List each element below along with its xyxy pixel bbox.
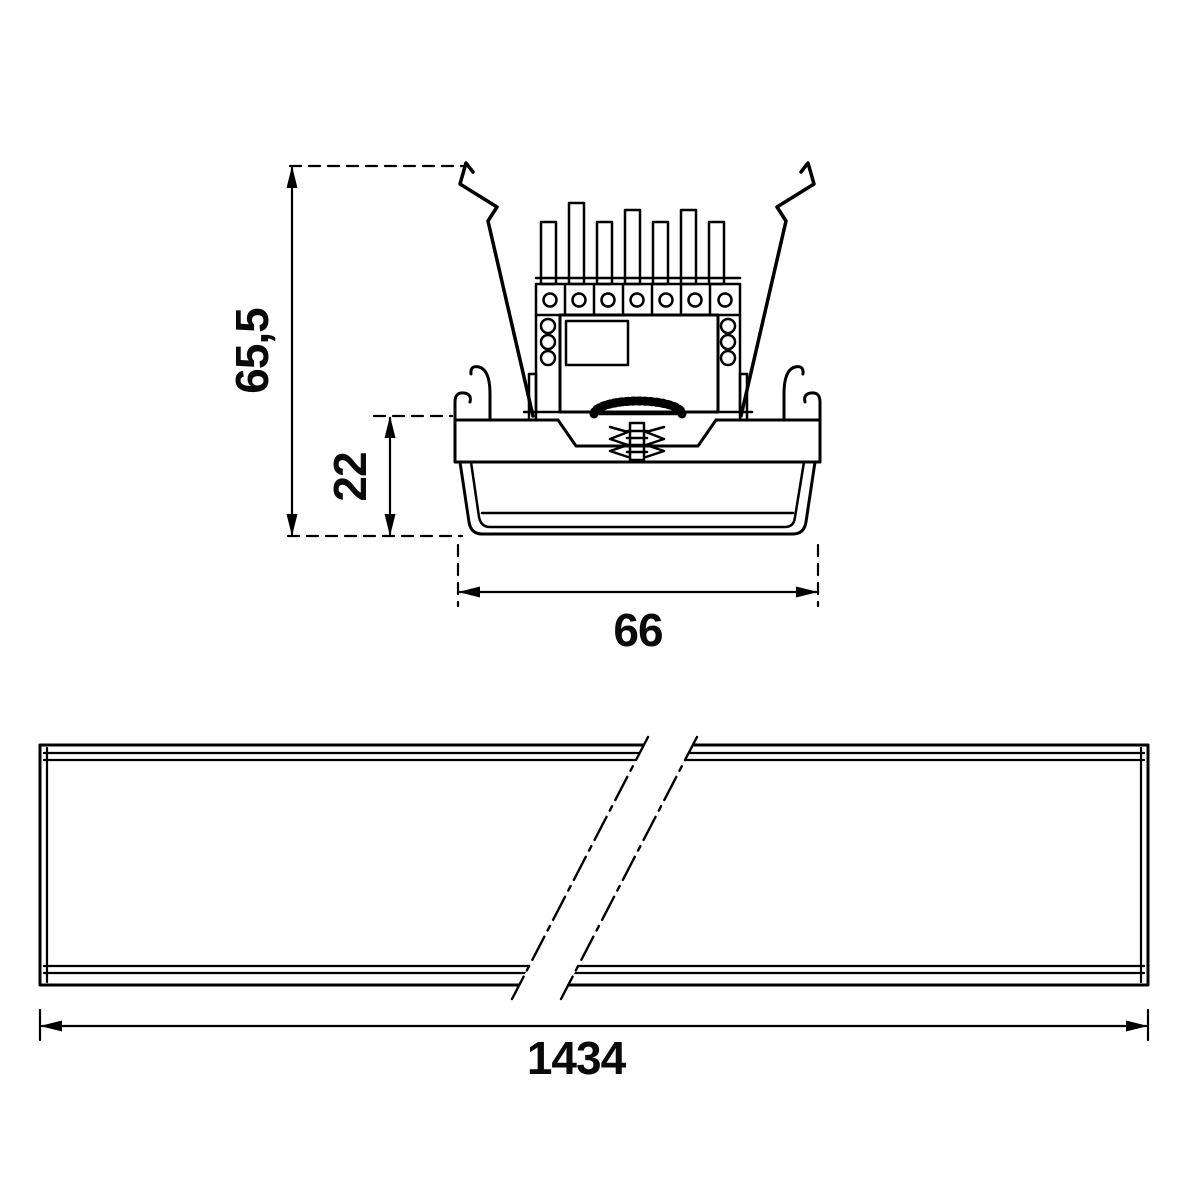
terminal-blocks (534, 276, 742, 317)
dimension-width: 66 (456, 543, 820, 656)
recessed-trim (458, 460, 817, 536)
spring-clip-left (458, 161, 535, 418)
dimension-length: 1434 (38, 1008, 1150, 1084)
cross-section-view: 65,5 22 66 (226, 161, 822, 656)
dim-label-total-height: 65,5 (226, 308, 278, 394)
dim-label-recess-depth: 22 (324, 452, 376, 501)
mounting-flange (453, 365, 822, 464)
heatsink-fins (539, 201, 726, 286)
spring-clip-right (739, 161, 816, 418)
profile-outline (38, 743, 1150, 987)
break-mask (512, 737, 697, 999)
dim-label-length: 1434 (527, 1032, 627, 1084)
dimension-recess-depth: 22 (324, 414, 454, 536)
break-lines (510, 735, 699, 1001)
dim-label-width: 66 (613, 604, 662, 656)
fixing-screw (608, 421, 666, 462)
dimension-total-height: 65,5 (226, 164, 470, 538)
side-view: 1434 (38, 735, 1150, 1084)
led-module (589, 396, 687, 419)
